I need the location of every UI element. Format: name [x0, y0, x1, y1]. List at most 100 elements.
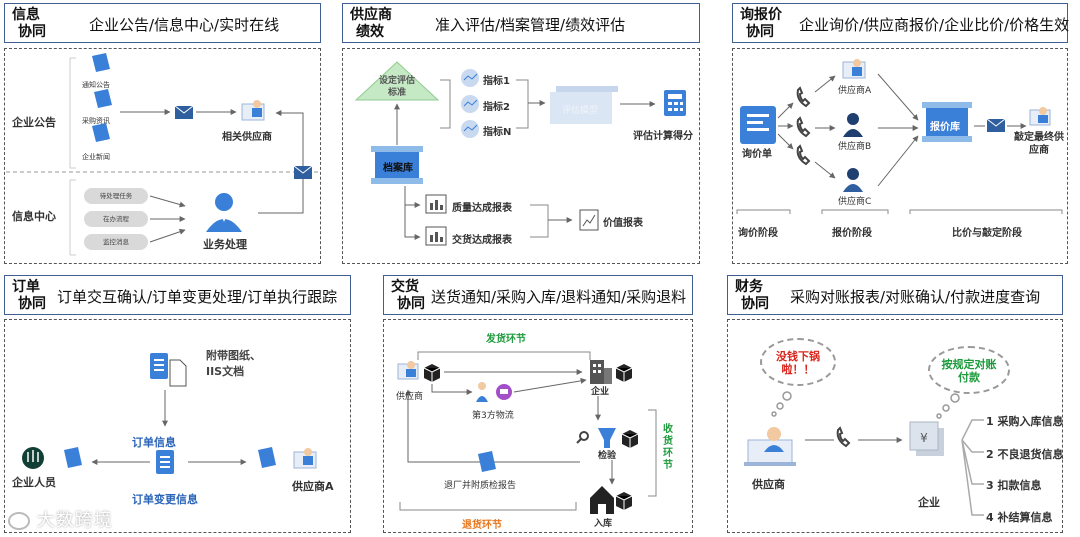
finance-item: 4 补结算信息 — [986, 511, 1053, 524]
order-change-label: 订单变更信息 — [132, 493, 198, 506]
business-person-icon — [206, 193, 242, 232]
panel-info — [4, 48, 321, 264]
header-tag-line: 供应商 — [350, 7, 392, 23]
header-supplier: 供应商绩效 准入评估/档案管理/绩效评估 — [342, 3, 700, 43]
bubble-left-text: 没钱下锅啦！！ — [776, 350, 820, 376]
report-icon — [425, 194, 447, 246]
receive-stage-label: 收货环节 — [663, 424, 673, 471]
courier-icon — [476, 382, 512, 402]
document-icon — [92, 53, 112, 142]
header-desc: 准入评估/档案管理/绩效评估 — [435, 16, 626, 34]
final-label: 敲定最终供应商 — [1014, 132, 1064, 156]
return-stage-label: 退货环节 — [462, 520, 502, 531]
header-delivery: 交货协同 送货通知/采购入库/退料通知/采购退料 — [383, 275, 693, 315]
watermark-icon — [8, 512, 30, 530]
header-tag-line: 订单 — [12, 279, 40, 295]
payment-icon: ¥ — [909, 421, 944, 456]
logistics-label: 第3方物流 — [472, 411, 514, 421]
svg-text:¥: ¥ — [920, 431, 928, 445]
header-tag: 询报价协同 — [740, 7, 782, 41]
header-tag-line: 询报价 — [740, 7, 782, 23]
header-tag-line: 协同 — [746, 24, 774, 40]
model-label: 评估模型 — [562, 106, 599, 116]
value-report-label: 价值报表 — [603, 218, 643, 229]
warehouse-label: 入库 — [594, 519, 613, 529]
indicator-label: 指标1 — [483, 76, 510, 87]
header-finance: 财务协同 采购对账报表/对账确认/付款进度查询 — [727, 275, 1063, 315]
inspect-label: 检验 — [598, 451, 617, 461]
supplier-person-icon — [293, 448, 317, 469]
bubble-left: 没钱下锅啦！！ — [760, 338, 836, 386]
finance-item: 3 扣款信息 — [986, 479, 1042, 492]
watermark-text: 大数跨境 — [36, 510, 113, 531]
delivery-report-label: 交货达成报表 — [452, 235, 512, 246]
library-label: 报价库 — [930, 122, 960, 133]
pill-monitor: 监控消息 — [84, 234, 148, 250]
supplier-person-icon — [397, 361, 419, 380]
watermark-logo: 大数跨境 — [8, 506, 113, 532]
building-icon — [590, 360, 612, 384]
supplier-label: 供应商B — [838, 142, 872, 152]
pill-in-progress: 在办流程 — [84, 211, 148, 227]
order-doc-icon — [156, 450, 174, 474]
supplier-a-label: 供应商A — [292, 480, 334, 493]
attach-label: 附带图纸、IIS文档 — [206, 349, 261, 378]
header-info: 信息协同 企业公告/信息中心/实时在线 — [4, 3, 321, 43]
return-report-label: 退厂并附质检报告 — [444, 481, 517, 491]
header-desc: 采购对账报表/对账确认/付款进度查询 — [790, 288, 1041, 306]
order-info-label: 订单信息 — [132, 436, 176, 449]
panel-order — [4, 319, 351, 533]
ship-stage-label: 发货环节 — [486, 334, 526, 345]
header-tag: 财务协同 — [735, 279, 769, 313]
header-tag-line: 协同 — [18, 296, 46, 312]
bubble-right: 按规定对账付款 — [928, 346, 1010, 394]
archive-icon — [371, 146, 423, 184]
panel-finance — [727, 319, 1063, 533]
indicator-label: 指标2 — [483, 102, 510, 113]
finance-item: 2 不良退货信息 — [986, 448, 1064, 461]
panel-supplier — [342, 48, 700, 264]
tag-line: 信息协同 — [12, 7, 46, 41]
enterprise-staff-label: 企业人员 — [12, 476, 56, 489]
finance-item: 1 采购入库信息 — [986, 415, 1064, 428]
header-tag-line: 协同 — [18, 24, 46, 40]
bubble-right-text: 按规定对账付款 — [941, 358, 997, 384]
document-stack-icon — [150, 353, 187, 387]
triangle-standard — [354, 61, 440, 101]
enterprise-label: 企业 — [918, 496, 940, 509]
center-label: 信息中心 — [12, 210, 56, 223]
warehouse-icon — [590, 486, 614, 514]
document-icon — [64, 447, 276, 468]
supplier-person-icon — [241, 100, 265, 121]
standard-label: 设定评估标准 — [378, 76, 415, 98]
pill-pending: 待处理任务 — [84, 188, 148, 204]
header-tag: 信息协同 — [12, 7, 46, 41]
header-quote: 询报价协同 企业询价/供应商报价/企业比价/价格生效 — [732, 3, 1069, 43]
header-order: 订单协同 订单交互确认/订单变更处理/订单执行跟踪 — [4, 275, 351, 315]
header-tag: 订单协同 — [12, 279, 46, 313]
supplier-label: 供应商A — [838, 86, 872, 96]
panel-quote — [732, 48, 1068, 264]
business-label: 业务处理 — [203, 238, 247, 251]
calculator-icon — [664, 90, 686, 116]
header-tag: 交货协同 — [391, 279, 425, 313]
header-tag-line: 协同 — [741, 296, 769, 312]
stage-label: 报价阶段 — [832, 228, 872, 239]
envelope-icon — [293, 165, 313, 179]
header-tag-line: 绩效 — [356, 24, 384, 40]
box-icon — [423, 364, 639, 510]
quote-library-icon — [922, 102, 972, 142]
chart-trend-icon — [461, 69, 479, 138]
inquiry-form-icon — [740, 106, 776, 144]
stage-label: 比价与敲定阶段 — [952, 228, 1022, 239]
supplier-person-icon — [1029, 107, 1051, 126]
score-label: 评估计算得分 — [633, 131, 693, 142]
supplier-label: 供应商 — [396, 392, 424, 402]
enterprise-label: 企业 — [591, 387, 610, 397]
header-tag-line: 信息 — [12, 7, 40, 23]
header-tag-line: 交货 — [391, 279, 419, 295]
envelope-icon — [174, 105, 194, 119]
supplier-label: 供应商C — [838, 197, 872, 207]
staff-icon — [22, 447, 44, 469]
